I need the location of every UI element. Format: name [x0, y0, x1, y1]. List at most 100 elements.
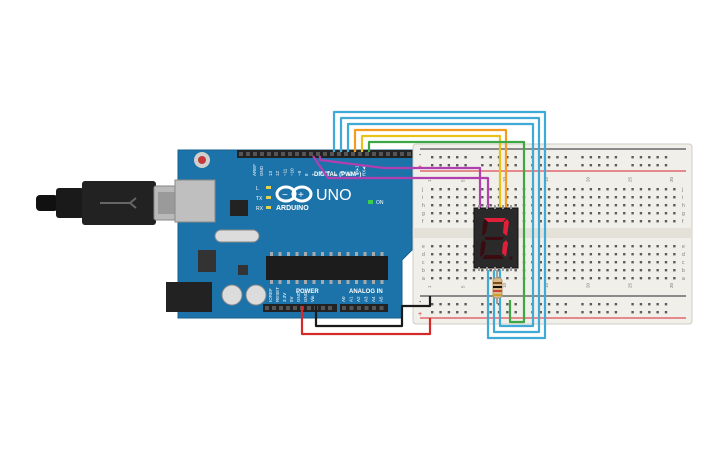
- header-hole[interactable]: [274, 152, 278, 156]
- header-hole[interactable]: [349, 306, 354, 310]
- pin-label: 2: [347, 173, 352, 176]
- header-hole[interactable]: [328, 306, 332, 310]
- row-label: a: [682, 276, 685, 282]
- row-label: g: [422, 211, 425, 217]
- pin-label: AREF: [252, 164, 257, 176]
- breadboard-holes[interactable]: [431, 156, 676, 314]
- wire-magenta[interactable]: [318, 156, 482, 210]
- pin-label: RX◂0: [362, 164, 367, 176]
- seven-segment-display[interactable]: [473, 205, 519, 271]
- header-hole[interactable]: [344, 152, 348, 156]
- pin-label: ~5: [326, 170, 331, 176]
- segment-d: [482, 255, 504, 259]
- header-hole[interactable]: [379, 306, 384, 310]
- wires[interactable]: [300, 110, 547, 340]
- usb-port: [174, 179, 216, 223]
- header-hole[interactable]: [293, 306, 297, 310]
- wire-yellow[interactable]: [360, 134, 502, 210]
- resistor[interactable]: [492, 270, 503, 304]
- pin-label: ~6: [318, 170, 323, 176]
- header-hole[interactable]: [239, 152, 243, 156]
- arduino-logo-icon: − +: [275, 185, 313, 203]
- header-hole[interactable]: [265, 306, 269, 310]
- crystal: [214, 229, 260, 243]
- header-hole[interactable]: [323, 152, 327, 156]
- svg-text:+: +: [298, 190, 304, 201]
- wire-orange[interactable]: [353, 128, 508, 210]
- header-hole[interactable]: [379, 152, 383, 156]
- header-hole[interactable]: [342, 306, 346, 310]
- pin-label: 8: [304, 173, 309, 176]
- header-hole[interactable]: [279, 306, 283, 310]
- header-hole[interactable]: [372, 306, 376, 310]
- pin-label: ~3: [340, 170, 345, 176]
- column-label: 25: [627, 282, 632, 288]
- row-label: g: [682, 211, 685, 217]
- wire-cyan[interactable]: [339, 116, 541, 334]
- pin-label: 12: [275, 170, 280, 176]
- row-label: i: [682, 195, 683, 201]
- header-hole[interactable]: [386, 152, 390, 156]
- wire-cyan[interactable]: [346, 122, 535, 328]
- header-hole[interactable]: [407, 152, 411, 156]
- arduino-board[interactable]: − + ARDUINO UNO DIGITAL (PWM~) ANALOG IN…: [166, 149, 422, 319]
- segment-e: [480, 240, 486, 257]
- header-hole[interactable]: [364, 306, 369, 310]
- header-hole[interactable]: [253, 152, 257, 156]
- on-led: [368, 200, 373, 204]
- header-hole[interactable]: [281, 152, 285, 156]
- header-hole[interactable]: [393, 152, 397, 156]
- digital-header[interactable]: [237, 150, 422, 158]
- header-hole[interactable]: [307, 306, 311, 310]
- pin-label: 4: [333, 173, 338, 176]
- wire-red[interactable]: [300, 306, 432, 336]
- wire-cyan[interactable]: [332, 110, 547, 340]
- header-hole[interactable]: [302, 152, 306, 156]
- header-hole[interactable]: [267, 152, 271, 156]
- row-label: c: [682, 260, 685, 266]
- led-label: RX: [256, 206, 264, 212]
- pin-label: RESET: [275, 287, 280, 302]
- header-hole[interactable]: [295, 152, 299, 156]
- column-label: 10: [502, 176, 507, 182]
- header-hole[interactable]: [309, 152, 313, 156]
- header-hole[interactable]: [358, 152, 362, 156]
- rail-plus-label: +: [418, 311, 422, 318]
- pin-label: 13: [268, 170, 273, 176]
- wire-magenta[interactable]: [312, 155, 490, 210]
- header-hole[interactable]: [246, 152, 250, 156]
- header-hole[interactable]: [337, 152, 341, 156]
- analog-label: ANALOG IN: [349, 289, 383, 295]
- header-hole[interactable]: [400, 152, 404, 156]
- segment-a: [484, 218, 506, 222]
- led: [266, 206, 271, 209]
- header-hole[interactable]: [365, 152, 369, 156]
- header-hole[interactable]: [260, 152, 264, 156]
- column-label: 5: [460, 179, 465, 182]
- wire-black[interactable]: [314, 296, 432, 328]
- rail-minus-label: -: [419, 299, 422, 306]
- header-hole[interactable]: [288, 152, 292, 156]
- row-label: d: [682, 252, 685, 258]
- header-hole[interactable]: [286, 306, 290, 310]
- power-label: POWER: [296, 289, 319, 295]
- led-label: TX: [256, 196, 263, 202]
- row-label: e: [422, 244, 425, 250]
- header-hole[interactable]: [372, 152, 376, 156]
- atmega-chip: [266, 256, 388, 280]
- header-hole[interactable]: [330, 152, 334, 156]
- pin-label: 7: [311, 173, 316, 176]
- header-hole[interactable]: [357, 306, 361, 310]
- header-hole[interactable]: [351, 152, 355, 156]
- pin-label: A2: [356, 296, 361, 302]
- usb-cable[interactable]: [36, 181, 197, 225]
- header-hole[interactable]: [321, 306, 325, 310]
- segment-f: [482, 219, 488, 236]
- column-label: 20: [586, 282, 591, 288]
- analog-header[interactable]: [340, 304, 388, 312]
- header-hole[interactable]: [272, 306, 276, 310]
- header-hole[interactable]: [316, 152, 320, 156]
- wire-green[interactable]: [367, 140, 526, 324]
